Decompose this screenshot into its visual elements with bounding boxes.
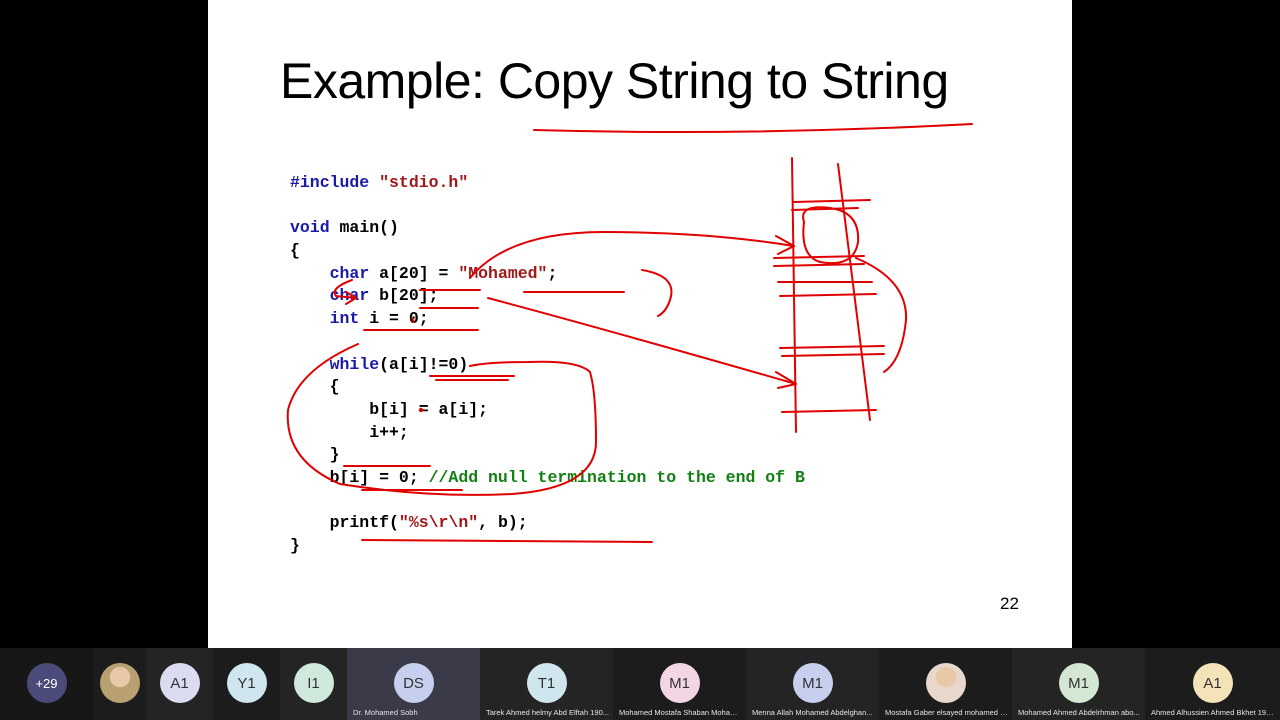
code-line: [290, 490, 805, 513]
participant-avatar: DS: [393, 663, 434, 703]
code-line: b[i] = a[i];: [290, 399, 805, 422]
code-token: "stdio.h": [379, 173, 469, 192]
code-token: int: [329, 309, 370, 329]
code-token: i = 0;: [369, 309, 429, 329]
code-line: {: [290, 240, 805, 263]
code-token: [290, 309, 330, 328]
code-token: {: [290, 377, 340, 397]
participant-name: Mohamed Mostafa Shaban Moham...: [619, 708, 742, 717]
code-block: #include "stdio.h" void main(){ char a[2…: [290, 172, 805, 558]
participant-tile[interactable]: A1: [146, 648, 213, 720]
code-token: ;: [547, 263, 558, 283]
code-token: a[20] =: [379, 263, 459, 283]
code-line: b[i] = 0; //Add null termination to the …: [290, 467, 805, 490]
code-token: [290, 286, 330, 305]
code-token: b[20];: [379, 286, 439, 306]
code-line: {: [290, 376, 805, 399]
participant-name: Mostafa Gaber elsayed mohamed 1...: [885, 708, 1008, 717]
more-participants-tile[interactable]: +29: [0, 648, 93, 720]
code-line: [290, 195, 805, 218]
participant-name: Dr. Mohamed Sobh: [353, 708, 418, 717]
code-line: char b[20];: [290, 285, 805, 308]
participant-name: Tarek Ahmed helmy Abd Elftah 190...: [486, 708, 609, 717]
code-line: int i = 0;: [290, 308, 805, 331]
code-token: b[i] = a[i];: [290, 399, 489, 419]
code-line: printf("%s\r\n", b);: [290, 512, 805, 535]
code-token: }: [290, 445, 340, 465]
code-line: }: [290, 535, 805, 558]
participant-tile[interactable]: Mostafa Gaber elsayed mohamed 1...: [879, 648, 1012, 720]
participant-avatar: M1: [792, 663, 833, 703]
code-token: b[i] = 0;: [290, 467, 429, 487]
code-token: void: [290, 218, 340, 238]
participant-avatar: A1: [1192, 663, 1233, 703]
participant-name: Mohamed Ahmed Abdelrhman abo...: [1018, 708, 1140, 717]
participant-name: Ahmed Alhussien Ahmed Bkhet 190...: [1151, 708, 1276, 717]
slide-title: Example: Copy String to String: [280, 53, 949, 109]
code-token: printf(: [290, 513, 399, 533]
code-token: while: [329, 354, 380, 374]
screen-share-area: Example: Copy String to String #include …: [208, 0, 1072, 648]
code-token: main(): [339, 218, 399, 238]
code-token: i++;: [290, 422, 409, 442]
code-token: //Add null termination to the end of B: [428, 467, 805, 487]
code-token: , b);: [478, 513, 528, 533]
slide-page-number: 22: [1000, 594, 1019, 613]
code-token: char: [329, 286, 380, 306]
code-token: "Mohamed": [458, 263, 548, 283]
more-participants-count: +29: [26, 663, 67, 703]
stack-top-line: [793, 199, 871, 203]
participant-tile[interactable]: [93, 648, 146, 720]
stack-right-bracket: [855, 257, 908, 373]
participant-tile[interactable]: I1: [280, 648, 347, 720]
participant-avatar: M1: [659, 663, 700, 703]
participant-avatar: Y1: [226, 663, 267, 703]
stack-circle: [802, 206, 860, 264]
code-token: [290, 355, 330, 374]
code-line: while(a[i]!=0): [290, 354, 805, 377]
participant-name: Menna Allah Mohamed Abdelghan...: [752, 708, 873, 717]
code-token: (a[i]!=0): [379, 354, 469, 374]
code-line: i++;: [290, 422, 805, 445]
code-token: #include: [290, 173, 380, 192]
participant-photo: [925, 663, 966, 703]
code-token: char: [329, 263, 380, 283]
participant-avatar: A1: [159, 663, 200, 703]
title-underline: [533, 123, 973, 133]
participant-photo: [99, 663, 140, 703]
code-line: #include "stdio.h": [290, 172, 805, 195]
code-line: char a[20] = "Mohamed";: [290, 263, 805, 286]
code-token: [290, 264, 330, 283]
participant-tile[interactable]: DS Dr. Mohamed Sobh: [347, 648, 480, 720]
participant-tile[interactable]: Y1: [213, 648, 280, 720]
participant-avatar: M1: [1058, 663, 1099, 703]
code-line: void main(): [290, 217, 805, 240]
code-token: }: [290, 536, 300, 555]
participant-avatar: T1: [526, 663, 567, 703]
participant-avatar: I1: [293, 663, 334, 703]
code-line: }: [290, 444, 805, 467]
stack-right-edge: [837, 163, 871, 421]
presentation-slide: Example: Copy String to String #include …: [208, 0, 1072, 648]
code-token: {: [290, 241, 300, 261]
code-token: "%s\r\n": [398, 513, 479, 533]
code-line: [290, 331, 805, 354]
